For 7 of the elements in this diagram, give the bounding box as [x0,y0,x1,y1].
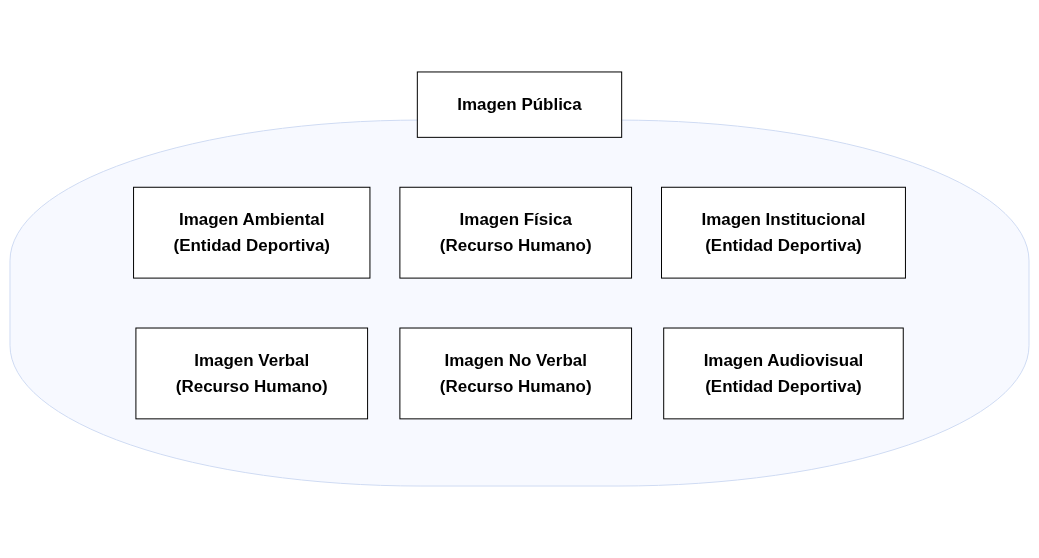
node-box: Imagen Ambiental (Entidad Deportiva) [133,186,371,279]
node-box: Imagen Verbal (Recurso Humano) [135,327,369,420]
node-box: Imagen No Verbal (Recurso Humano) [399,327,633,420]
node-box: Imagen Audiovisual (Entidad Deportiva) [663,327,904,420]
node-box: Imagen Física (Recurso Humano) [399,186,633,279]
node-box: Imagen Institucional (Entidad Deportiva) [661,186,906,279]
node-box: Imagen Pública [416,71,623,138]
